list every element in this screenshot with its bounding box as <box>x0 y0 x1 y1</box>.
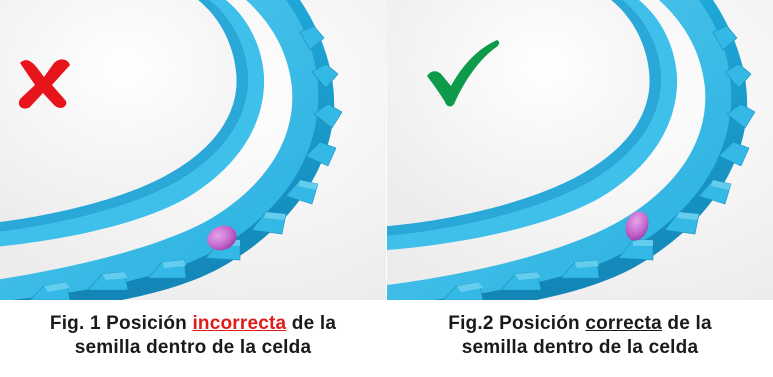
caption-suffix: de la <box>661 313 712 334</box>
caption-line-1: Fig. 1 Posición incorrecta de la <box>0 312 386 336</box>
seed-disc-svg <box>0 0 386 300</box>
seed-disc-illustration-incorrect <box>0 0 386 300</box>
caption-keyword-incorrect: incorrecta <box>192 313 287 334</box>
x-mark-shape <box>18 59 70 109</box>
figure-caption-incorrect: Fig. 1 Posición incorrecta de la semilla… <box>0 312 386 360</box>
caption-prefix: Fig.2 Posición <box>448 313 586 334</box>
seed-disc-svg <box>387 0 773 300</box>
checkmark-shape <box>427 40 500 107</box>
caption-keyword-correct: correcta <box>585 313 662 334</box>
caption-prefix: Fig. 1 Posición <box>49 313 193 334</box>
x-mark-icon <box>14 55 74 111</box>
seed-disc-illustration-correct <box>387 0 773 300</box>
figure-incorrect: Fig. 1 Posición incorrecta de la semilla… <box>0 0 386 377</box>
caption-suffix: de la <box>286 313 337 334</box>
checkmark-icon <box>423 38 503 110</box>
figure-caption-correct: Fig.2 Posición correcta de la semilla de… <box>387 312 773 360</box>
caption-line-2: semilla dentro de la celda <box>74 337 312 358</box>
caption-line-1: Fig.2 Posición correcta de la <box>387 312 773 336</box>
caption-line-2: semilla dentro de la celda <box>461 337 699 358</box>
figure-correct: Fig.2 Posición correcta de la semilla de… <box>387 0 773 377</box>
